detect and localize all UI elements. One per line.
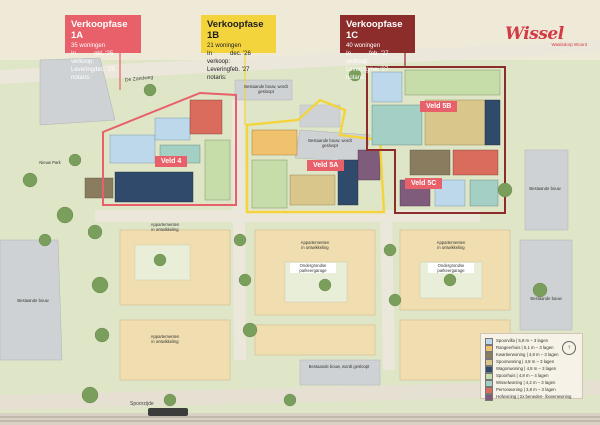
veld-5c-label: Veld 5C — [405, 178, 443, 189]
phase-1b-delivery-date: feb. '27 — [230, 67, 250, 73]
label-spoorzijde: Spoorzijde — [130, 401, 154, 407]
phase-1c-title: Verkoopfase 1C — [346, 19, 403, 41]
phase-1b-sale-date: dec. '26 — [230, 51, 251, 57]
legend-item: Perronwoning | 3,8 m – 3 lagen — [485, 387, 578, 394]
legend-item: Wisselwoning | 4,2 m – 3 lagen — [485, 380, 578, 387]
phase-1c-sale-date: feb. '27 — [369, 51, 389, 57]
phase-1b-count: 21 woningen — [207, 43, 242, 49]
phase-1b-title: Verkoopfase 1B — [207, 19, 264, 41]
phase-1b-callout: Verkoopfase 1B 21 woningen In verkoop:de… — [201, 15, 276, 81]
veld-5a-label: Veld 5A — [307, 160, 345, 171]
apartment-block-2 — [119, 319, 231, 381]
label-nieuw-park: Nieuw Park — [39, 160, 61, 165]
legend-item: Wagonwoning | 4,8 m – 3 lagen — [485, 366, 578, 373]
label-gesloopt-1: Bestaande bouw, wordt gesloopt — [244, 84, 288, 94]
phase-1b-sale-label: In verkoop: — [207, 51, 231, 65]
logo-name: Wissel — [505, 24, 564, 44]
existing-building-e2 — [519, 239, 573, 331]
phase-1a-delivery-date: dec. '25 — [94, 67, 115, 73]
phase-1c-delivery-label: Levering notaris: — [346, 67, 370, 81]
legend-item: Rangeerhuis | 5,1 m – 3 lagen — [485, 345, 578, 352]
phase-1c-delivery-date: mei '27 — [369, 67, 389, 73]
label-gesloopt-3: Bestaande bouw, wordt gesloopt — [308, 364, 370, 369]
phase-1a-sale-label: In verkoop: — [71, 51, 95, 65]
veld-5b-label: Veld 5B — [420, 101, 458, 112]
label-bestaande-bouw-e2: Bestaande bouw — [530, 296, 562, 301]
phase-1a-callout: Verkoopfase 1A 35 woningen In verkoop:ok… — [65, 15, 141, 81]
phase-1c-sale-label: In verkoop: — [346, 51, 370, 65]
phase-1b-houses — [251, 104, 381, 209]
existing-building-s — [299, 359, 381, 386]
phase-1c-callout: Verkoopfase 1C 40 woningen In verkoop:fe… — [340, 15, 415, 81]
legend-swatch — [485, 380, 493, 387]
phase-1a-sale-date: okt. '25 — [94, 51, 114, 57]
train-icon — [148, 408, 188, 416]
phase-1a-houses — [84, 99, 231, 203]
road-south — [0, 380, 600, 410]
legend-item: Spoorwoning | 4,8 m – 3 lagen — [485, 359, 578, 366]
phase-1a-outline — [102, 91, 237, 206]
rail-bed — [0, 413, 600, 425]
legend-swatch — [485, 359, 493, 366]
wissel-logo: Wissel Waalsdorp Woont — [505, 24, 587, 47]
legend-swatch — [485, 373, 493, 380]
legend-swatch — [485, 345, 493, 352]
legend-swatch — [485, 387, 493, 394]
phase-1c-outline — [366, 66, 506, 214]
road-north — [0, 40, 600, 84]
legend-swatch — [485, 352, 493, 359]
label-bestaande-bouw-e1: Bestaande bouw — [529, 186, 561, 191]
existing-building-e1 — [524, 149, 569, 231]
phase-1b-delivery-label: Levering notaris: — [207, 67, 231, 81]
legend-swatch — [485, 366, 493, 373]
legend-swatch — [485, 394, 493, 401]
phase-1c-count: 40 woningen — [346, 43, 381, 49]
legend-item: Spoorvilla | 5,8 m – 3 lagen — [485, 338, 578, 345]
phase-1a-delivery-label: Levering notaris: — [71, 67, 95, 81]
phase-1a-title: Verkoopfase 1A — [71, 19, 128, 41]
existing-building-nw — [39, 57, 116, 126]
phase-1a-count: 35 woningen — [71, 43, 106, 49]
apartment-block-6 — [254, 324, 376, 356]
legend-item: Hofwoning | 2x beneden- /bovenwoning — [485, 394, 578, 401]
existing-building-w — [0, 239, 63, 361]
label-bestaande-bouw-w: Bestaande bouw — [17, 298, 49, 303]
phase-1b-outline — [245, 98, 386, 214]
logo-tagline: Waalsdorp Woont — [551, 42, 587, 47]
legend-swatch — [485, 338, 493, 345]
veld-4-label: Veld 4 — [155, 156, 188, 167]
label-gesloopt-2: Bestaande bouw, wordt gesloopt — [308, 138, 352, 148]
legend-item: Kwartierwoning | 4,8 m – 3 lagen — [485, 352, 578, 359]
road-central — [232, 100, 246, 360]
existing-building-n — [234, 79, 293, 101]
north-arrow-icon: ↑ — [562, 341, 576, 355]
legend-item: Spoorhuis | 4,8 m – 4 lagen — [485, 373, 578, 380]
